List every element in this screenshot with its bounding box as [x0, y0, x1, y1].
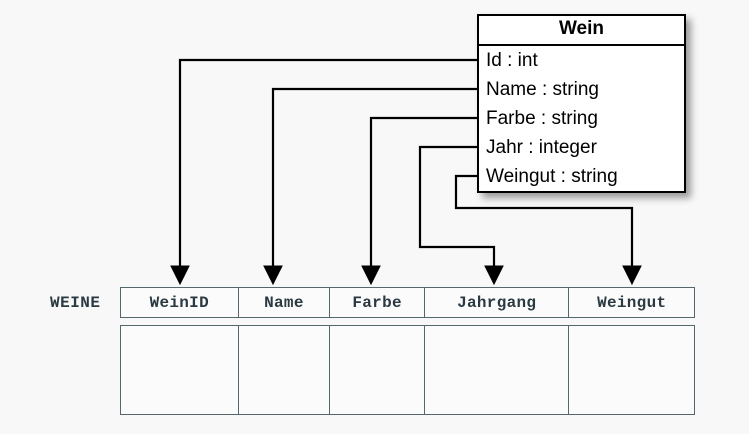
- uml-attribute-name: Name : string: [486, 78, 599, 100]
- uml-attribute-jahr: Jahr : integer: [486, 136, 597, 158]
- table-cell-name[interactable]: [239, 326, 331, 414]
- column-header-weinid[interactable]: WeinID: [121, 288, 239, 317]
- table-cell-weingut[interactable]: [569, 326, 694, 414]
- table-cell-weinid[interactable]: [121, 326, 239, 414]
- uml-class-wein[interactable]: Wein Id : int Name : string Farbe : stri…: [477, 14, 686, 193]
- connector-name-to-name: [263, 87, 477, 286]
- column-header-name[interactable]: Name: [239, 288, 331, 317]
- connector-id-to-weinid: [170, 58, 477, 286]
- uml-attribute-id: Id : int: [486, 49, 538, 71]
- connector-farbe-to-farbe: [361, 116, 477, 286]
- relation-label: WEINE: [50, 294, 101, 312]
- table-cell-farbe[interactable]: [330, 326, 425, 414]
- table-cell-jahrgang[interactable]: [425, 326, 570, 414]
- uml-attribute-list: Id : int Name : string Farbe : string Ja…: [479, 46, 684, 191]
- connector-weingut-to-weingut: [454, 174, 642, 286]
- table-row: [120, 325, 695, 415]
- relation-table-weine[interactable]: WeinID Name Farbe Jahrgang Weingut: [120, 287, 695, 415]
- column-header-farbe[interactable]: Farbe: [330, 288, 425, 317]
- table-header-row: WeinID Name Farbe Jahrgang Weingut: [120, 287, 695, 318]
- column-header-weingut[interactable]: Weingut: [597, 293, 667, 312]
- uml-attribute-weingut: Weingut : string: [486, 165, 618, 187]
- column-header-jahrgang[interactable]: Jahrgang: [425, 288, 570, 317]
- connector-jahr-to-jahrgang: [418, 145, 504, 286]
- uml-attribute-farbe: Farbe : string: [486, 107, 598, 129]
- uml-class-name: Wein: [479, 16, 684, 46]
